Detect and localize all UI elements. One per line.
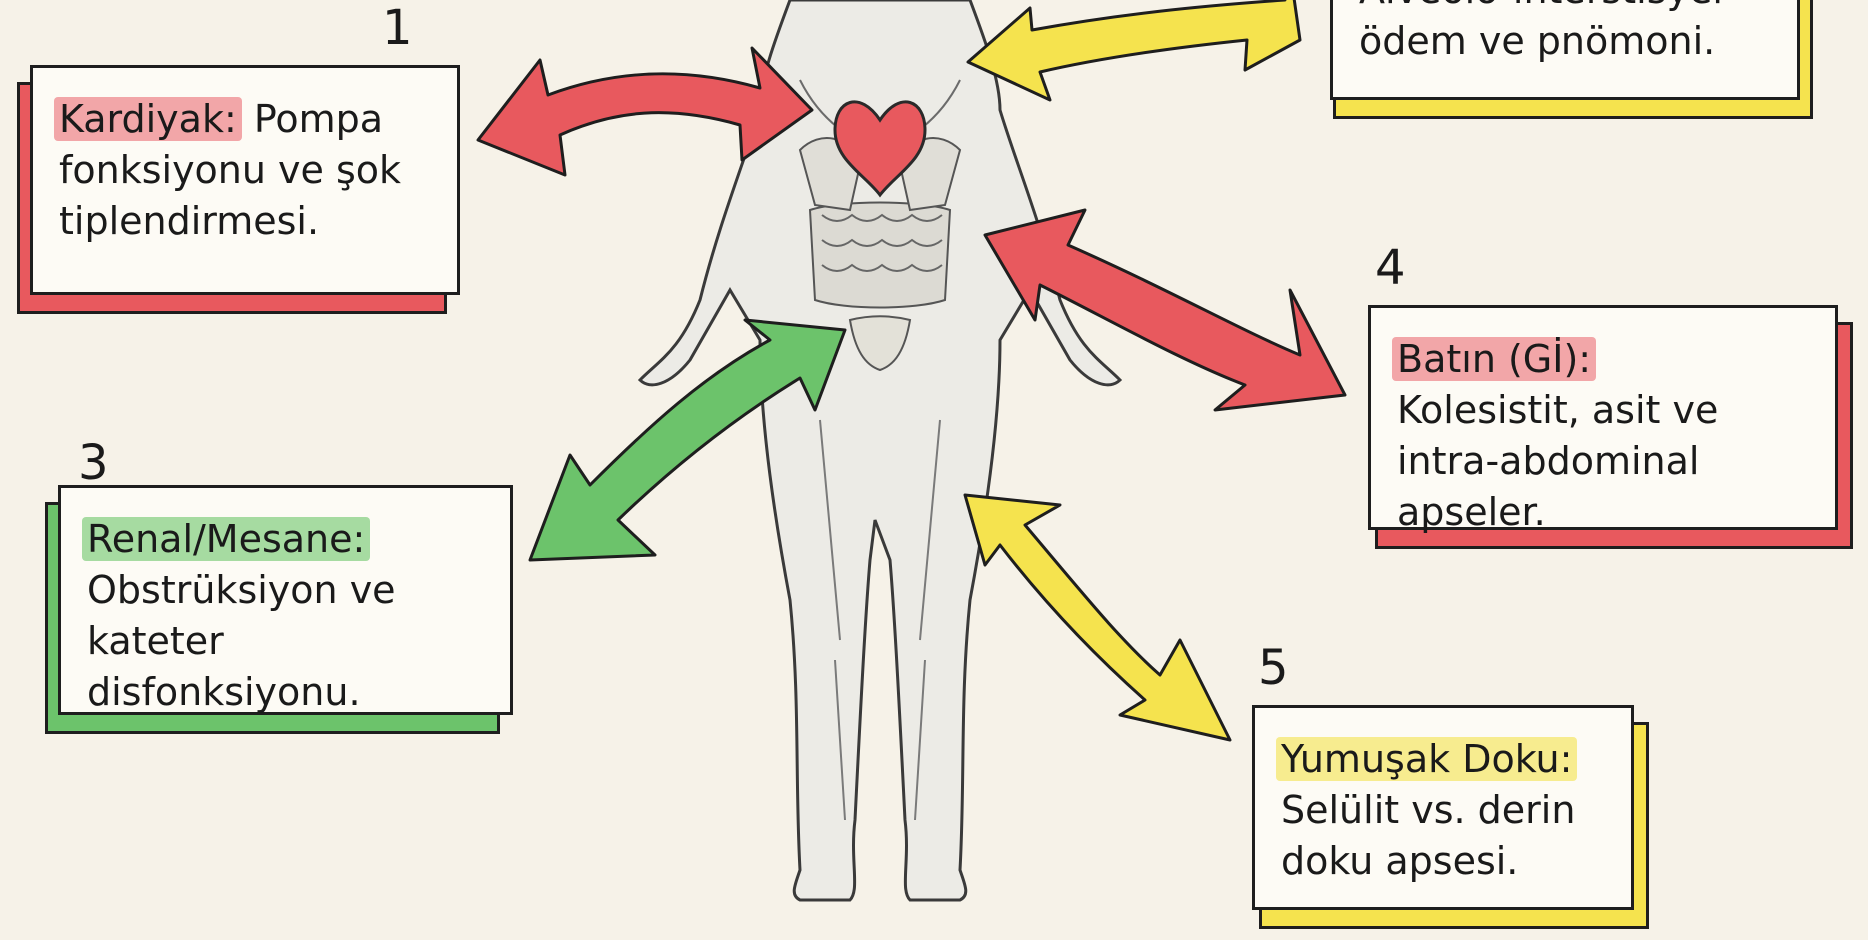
number-label: 5 <box>1258 640 1289 696</box>
number-label: 1 <box>382 0 413 56</box>
card-title: Batın (Gİ): <box>1392 337 1596 381</box>
card-body-line: Alveolo-interstisyel <box>1359 0 1777 16</box>
card-title: Renal/Mesane: <box>82 517 370 561</box>
number-label: 3 <box>78 435 109 491</box>
card-title-line: Yumuşak Doku: <box>1281 734 1611 785</box>
card-title-line: Renal/Mesane: <box>87 514 490 565</box>
arrow-batin <box>985 210 1345 410</box>
card-kardiyak: Kardiyak: Pompa fonksiyonu ve şok tiplen… <box>30 65 460 295</box>
card-body-line: doku apsesi. <box>1281 836 1611 887</box>
arrow-yumusak <box>965 495 1230 740</box>
card-pulmoner: Alveolo-interstisyel ödem ve pnömoni. <box>1330 0 1800 100</box>
card-renal: Renal/Mesane: Obstrüksiyon ve kateter di… <box>58 485 513 715</box>
card-body-line: Obstrüksiyon ve <box>87 565 490 616</box>
card-batin: Batın (Gİ): Kolesistit, asit ve intra-ab… <box>1368 305 1838 530</box>
card-title: Yumuşak Doku: <box>1276 737 1577 781</box>
card-body-line: tiplendirmesi. <box>59 196 437 247</box>
card-title-line: Kardiyak: Pompa <box>59 94 437 145</box>
card-body-inline: Pompa <box>242 97 383 141</box>
number-label: 4 <box>1375 240 1406 296</box>
arrow-pulmoner <box>968 0 1300 100</box>
card-body-line: Selülit vs. derin <box>1281 785 1611 836</box>
card-body-line: kateter disfonksiyonu. <box>87 616 490 718</box>
card-body-line: ödem ve pnömoni. <box>1359 16 1777 67</box>
card-body-line: Kolesistit, asit ve <box>1397 385 1815 436</box>
card-title: Kardiyak: <box>54 97 242 141</box>
card-yumusak: Yumuşak Doku: Selülit vs. derin doku aps… <box>1252 705 1634 910</box>
card-body-line: fonksiyonu ve şok <box>59 145 437 196</box>
card-body-line: intra-abdominal apseler. <box>1397 436 1815 538</box>
card-title-line: Batın (Gİ): <box>1397 334 1815 385</box>
